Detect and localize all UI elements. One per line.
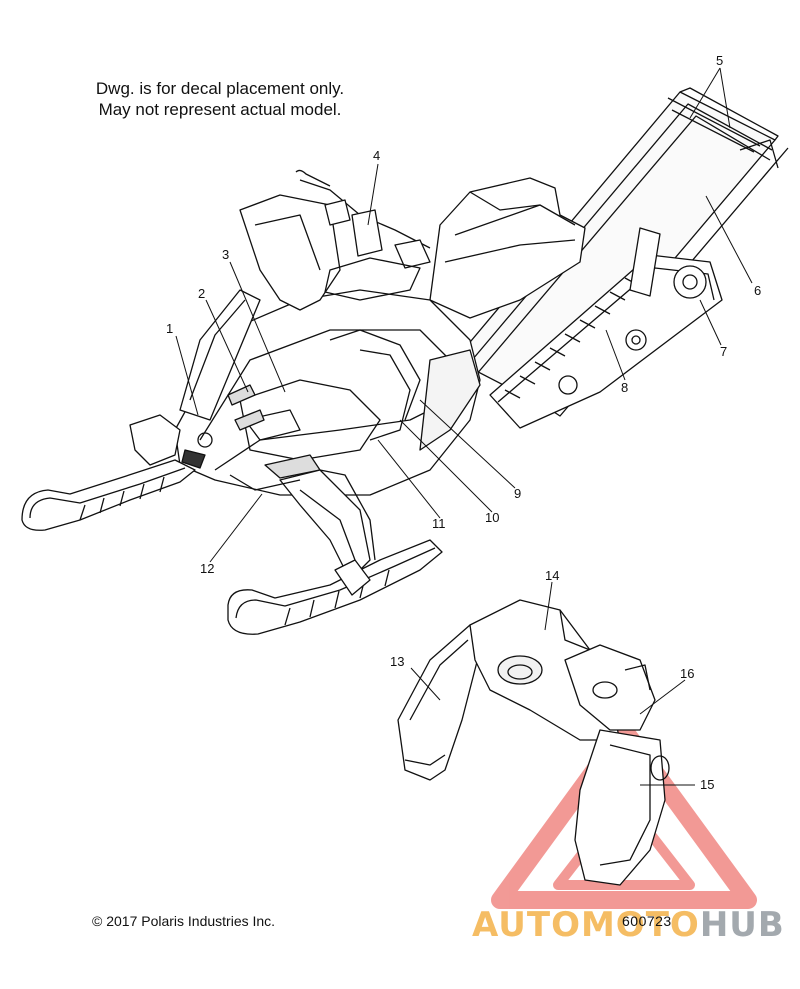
callout-9: 9 — [514, 486, 521, 501]
hood-body — [174, 289, 481, 496]
note-line-2: May not represent actual model. — [98, 100, 342, 119]
callout-10: 10 — [485, 510, 499, 525]
left-ski — [21, 414, 196, 531]
watermark-part-1: AUTOMOTO — [472, 905, 700, 945]
callout-5: 5 — [716, 53, 723, 68]
hood-panel-13 — [397, 624, 481, 781]
tunnel-rails — [454, 87, 789, 417]
side-panel-16 — [564, 644, 656, 731]
track — [489, 227, 723, 429]
callout-11: 11 — [432, 516, 446, 531]
note-line-1: Dwg. is for decal placement only. — [95, 79, 345, 98]
watermark-part-2: HUB — [699, 905, 785, 945]
callout-7: 7 — [720, 344, 727, 359]
callout-labels: 1 2 3 4 5 6 7 8 9 10 11 12 13 14 15 16 — [166, 53, 761, 792]
callout-2: 2 — [198, 286, 205, 301]
leader-lines — [175, 67, 753, 786]
callout-16: 16 — [680, 666, 694, 681]
placement-note: Dwg. is for decal placement only. May no… — [70, 78, 370, 120]
callout-8: 8 — [621, 380, 628, 395]
front-suspension — [229, 469, 376, 581]
callout-4: 4 — [373, 148, 380, 163]
side-panel-15 — [574, 729, 670, 886]
drawing-number: 600723 — [622, 913, 672, 929]
copyright-text: © 2017 Polaris Industries Inc. — [92, 913, 276, 929]
callout-12: 12 — [200, 561, 214, 576]
callout-3: 3 — [222, 247, 229, 262]
callout-15: 15 — [700, 777, 714, 792]
callout-6: 6 — [754, 283, 761, 298]
callout-14: 14 — [545, 568, 559, 583]
callout-13: 13 — [390, 654, 404, 669]
callout-1: 1 — [166, 321, 173, 336]
handlebar — [295, 169, 431, 301]
seat — [429, 177, 586, 319]
right-ski — [227, 539, 443, 635]
windshield — [179, 194, 341, 421]
watermark-logo: AUTOMOTOHUB — [472, 905, 785, 945]
